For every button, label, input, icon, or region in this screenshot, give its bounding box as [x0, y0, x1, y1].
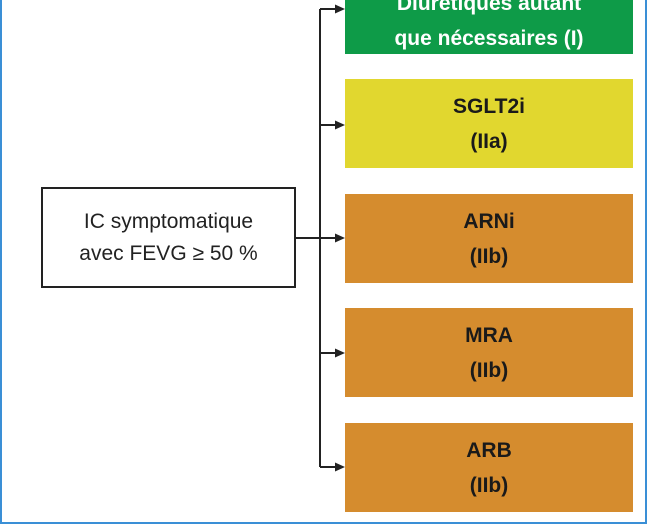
treatment-label: ARNi: [463, 209, 515, 233]
treatment-label: MRA: [465, 323, 513, 347]
source-line-1: IC symptomatique: [83, 209, 254, 233]
treatment-label: SGLT2i: [453, 94, 525, 118]
arrowhead-icon: [335, 348, 345, 358]
treatment-class: (IIb): [469, 244, 509, 268]
source-box: IC symptomatique avec FEVG ≥ 50 %: [41, 187, 296, 288]
treatment-box-mra: MRA (IIb): [345, 308, 633, 397]
treatment-box-arb: ARB (IIb): [345, 423, 633, 512]
arrowhead-icon: [335, 462, 345, 472]
arrowhead-icon: [335, 233, 345, 243]
treatment-label: Diurétiques autant: [396, 0, 582, 15]
source-line-2: avec FEVG ≥ 50 %: [79, 241, 258, 265]
treatment-class: (IIa): [470, 129, 508, 153]
treatment-class: (IIb): [469, 473, 509, 497]
treatment-class: (IIb): [469, 358, 509, 382]
arrowhead-icon: [335, 120, 345, 130]
treatment-box-sglt2i: SGLT2i (IIa): [345, 79, 633, 168]
arrowhead-icon: [335, 4, 345, 14]
treatment-label: ARB: [466, 438, 512, 462]
treatment-class: que nécessaires (I): [394, 27, 584, 50]
treatment-box-arni: ARNi (IIb): [345, 194, 633, 283]
treatment-box-diuretics: Diurétiques autant que nécessaires (I): [345, 0, 633, 54]
